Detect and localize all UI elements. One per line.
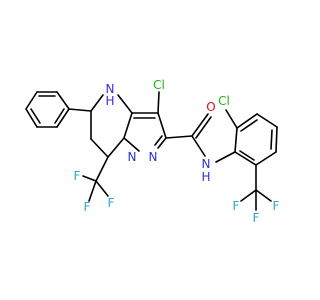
bond: [95, 180, 109, 197]
bond: [30, 108, 41, 124]
bond: [25, 108, 38, 128]
bond: [90, 94, 104, 112]
bond: [191, 135, 206, 157]
atom-nitrogen-ring: N: [106, 82, 115, 96]
bond-layer: [25, 91, 278, 211]
atom-fluorine: F: [108, 196, 115, 210]
atom-hydrogen-ring: H: [105, 94, 114, 108]
bond: [239, 150, 255, 161]
bond: [68, 108, 92, 112]
bond: [54, 108, 65, 124]
bond: [195, 116, 212, 139]
bond: [255, 189, 272, 202]
bond: [56, 108, 70, 128]
atom-fluorine: F: [233, 199, 240, 213]
bond: [123, 112, 133, 139]
atom-label-layer: N H Cl O Cl N N N H F F F F F F: [74, 78, 280, 225]
atom-fluorine: F: [253, 211, 260, 225]
bond: [123, 137, 140, 152]
bond: [256, 113, 278, 128]
bond: [215, 151, 236, 163]
bond: [95, 156, 109, 182]
bond: [157, 137, 167, 149]
molecule-diagram: N H Cl O Cl N N N H F F F F F F: [25, 78, 280, 225]
bond: [275, 126, 278, 153]
bond: [255, 151, 277, 166]
bond: [234, 151, 257, 166]
atom-nitrogen-amide: N: [202, 157, 211, 171]
bond: [117, 94, 133, 114]
bond: [191, 113, 209, 137]
atom-hydrogen-amide: H: [201, 170, 210, 184]
bond: [154, 135, 163, 146]
bond: [88, 180, 97, 202]
bond: [56, 91, 70, 110]
bond: [157, 112, 167, 139]
bond: [236, 113, 258, 129]
atom-fluorine: F: [74, 169, 81, 183]
bond: [234, 127, 238, 153]
bond: [270, 129, 273, 150]
atom-chlorine-aryl: Cl: [218, 94, 230, 108]
atom-nitrogen-pyrazole-right: N: [149, 150, 158, 164]
bond: [25, 91, 38, 110]
atom-chlorine-pyrazole: Cl: [153, 78, 165, 92]
bond: [225, 109, 238, 129]
atom-oxygen-amide: O: [206, 100, 215, 114]
atom-fluorine: F: [273, 199, 280, 213]
bond: [240, 119, 258, 132]
bond: [165, 135, 193, 139]
bond: [90, 138, 109, 158]
bond: [82, 175, 97, 182]
atom-fluorine: F: [84, 200, 91, 214]
bond: [107, 137, 125, 158]
atom-nitrogen-pyrazole-bottom: N: [128, 150, 137, 164]
molecule-structure: N H Cl O Cl N N N H F F F F F F: [25, 78, 280, 225]
bond: [157, 91, 160, 114]
bond: [240, 189, 257, 202]
